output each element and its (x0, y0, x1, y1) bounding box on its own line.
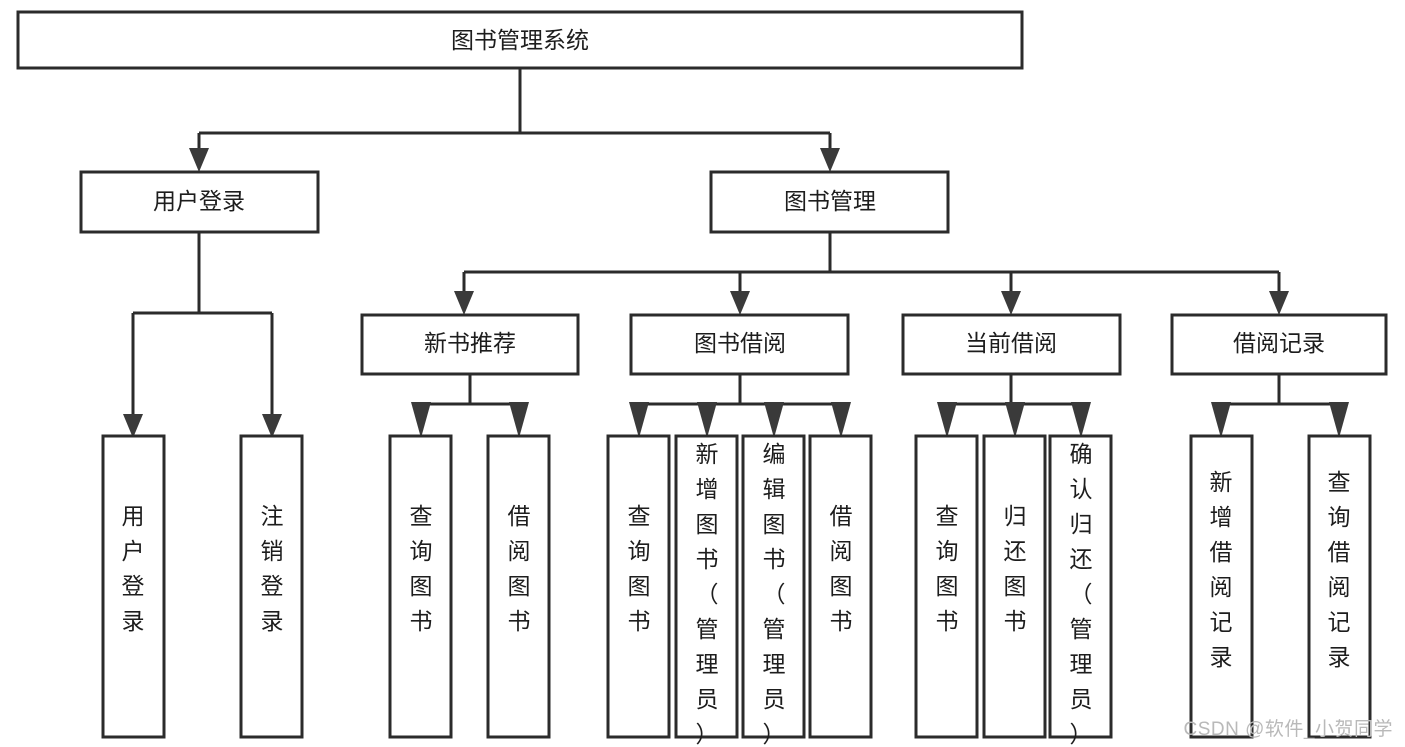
leaf-borrow-4-box[interactable] (808, 434, 873, 739)
leaf-user-login-2-box[interactable] (239, 434, 304, 739)
leaf-borrow-1-box[interactable] (606, 434, 671, 739)
leaf-current-2-box[interactable] (982, 434, 1047, 739)
arrow-icon-recommend-leaf1 (411, 402, 431, 438)
arrow-icon-to-current (1001, 291, 1021, 315)
leaf-recommend-1[interactable]: 查询图书 (388, 434, 453, 739)
arrow-icon-to-borrow (730, 291, 750, 315)
arrow-icon-record-leaf2 (1329, 402, 1349, 438)
node-user-login-label: 用户登录 (153, 188, 245, 214)
node-borrow-record-label: 借阅记录 (1233, 330, 1325, 356)
leaf-current-2-label: 归还图书 (1004, 503, 1027, 634)
arrow-icon-borrow-leaf1 (629, 402, 649, 438)
leaf-current-3-box[interactable] (1048, 434, 1113, 739)
node-user-login-box[interactable] (79, 170, 320, 234)
arrowhead-layer (123, 148, 1349, 438)
leaf-current-1-box[interactable] (914, 434, 979, 739)
node-book-borrow[interactable]: 图书借阅 (629, 313, 850, 376)
leaf-current-3[interactable]: 确认归还（管理员） (1048, 434, 1113, 747)
arrow-icon-user-login-leaf2 (262, 414, 282, 438)
node-new-book-recommend-box[interactable] (360, 313, 580, 376)
node-book-management-box[interactable] (709, 170, 950, 234)
leaf-recommend-2-label: 借阅图书 (508, 503, 531, 634)
leaf-borrow-3-box[interactable] (741, 434, 806, 739)
leaf-record-2[interactable]: 查询借阅记录 (1307, 434, 1372, 739)
node-current-borrow[interactable]: 当前借阅 (901, 313, 1122, 376)
node-current-borrow-label: 当前借阅 (965, 330, 1057, 356)
leaf-record-1-label: 新增借阅记录 (1210, 469, 1233, 670)
leaf-user-login-1-box[interactable] (101, 434, 166, 739)
node-borrow-record[interactable]: 借阅记录 (1170, 313, 1388, 376)
arrow-icon-borrow-leaf3 (764, 402, 784, 438)
node-current-borrow-box[interactable] (901, 313, 1122, 376)
leaf-borrow-2[interactable]: 新增图书（管理员） (674, 434, 739, 747)
leaf-current-1[interactable]: 查询图书 (914, 434, 979, 739)
leaf-user-login-2-label: 注销登录 (261, 503, 284, 634)
node-root-box[interactable] (16, 10, 1024, 70)
node-root-label: 图书管理系统 (451, 27, 589, 53)
leaf-current-3-label: 确认归还（管理员） (1070, 441, 1093, 747)
arrow-icon-recommend-leaf2 (509, 402, 529, 438)
leaf-borrow-2-label: 新增图书（管理员） (696, 441, 719, 747)
leaf-borrow-3-label: 编辑图书（管理员） (763, 441, 786, 747)
leaf-user-login-1-label: 用户登录 (122, 503, 145, 634)
leaf-borrow-1-label: 查询图书 (628, 503, 651, 634)
leaf-record-1[interactable]: 新增借阅记录 (1189, 434, 1254, 739)
leaf-borrow-2-box[interactable] (674, 434, 739, 739)
arrow-icon-root-to-book-mgmt (820, 148, 840, 172)
leaf-record-1-box[interactable] (1189, 434, 1254, 739)
leaf-borrow-1[interactable]: 查询图书 (606, 434, 671, 739)
leaf-current-1-label: 查询图书 (936, 503, 959, 634)
arrow-icon-current-leaf2 (1005, 402, 1025, 438)
arrow-icon-borrow-leaf4 (831, 402, 851, 438)
arrow-icon-current-leaf1 (937, 402, 957, 438)
leaf-borrow-4[interactable]: 借阅图书 (808, 434, 873, 739)
node-book-borrow-label: 图书借阅 (694, 330, 786, 356)
leaf-recommend-1-label: 查询图书 (410, 503, 433, 634)
arrow-icon-to-recommend (454, 291, 474, 315)
leaf-recommend-1-box[interactable] (388, 434, 453, 739)
csdn-watermark: CSDN @软件_小贺同学 (1183, 719, 1393, 740)
leaf-user-login-1[interactable]: 用户登录 (101, 434, 166, 739)
leaf-record-2-box[interactable] (1307, 434, 1372, 739)
leaf-user-login-2[interactable]: 注销登录 (239, 434, 304, 739)
node-borrow-record-box[interactable] (1170, 313, 1388, 376)
arrow-icon-borrow-leaf2 (697, 402, 717, 438)
arrow-icon-to-record (1269, 291, 1289, 315)
node-book-borrow-box[interactable] (629, 313, 850, 376)
leaf-recommend-2-box[interactable] (486, 434, 551, 739)
leaf-recommend-2[interactable]: 借阅图书 (486, 434, 551, 739)
leaf-borrow-3[interactable]: 编辑图书（管理员） (741, 434, 806, 747)
leaf-current-2[interactable]: 归还图书 (982, 434, 1047, 739)
arrow-icon-current-leaf3 (1071, 402, 1091, 438)
leaf-borrow-4-label: 借阅图书 (830, 503, 853, 634)
arrow-icon-user-login-leaf1 (123, 414, 143, 438)
node-new-book-recommend-label: 新书推荐 (424, 330, 516, 356)
node-book-management-label: 图书管理 (784, 188, 876, 214)
node-user-login[interactable]: 用户登录 (79, 170, 320, 234)
node-new-book-recommend[interactable]: 新书推荐 (360, 313, 580, 376)
arrow-icon-record-leaf1 (1211, 402, 1231, 438)
arrow-icon-root-to-user-login (189, 148, 209, 172)
node-root[interactable]: 图书管理系统 (16, 10, 1024, 70)
node-book-management[interactable]: 图书管理 (709, 170, 950, 234)
leaf-record-2-label: 查询借阅记录 (1328, 469, 1351, 670)
